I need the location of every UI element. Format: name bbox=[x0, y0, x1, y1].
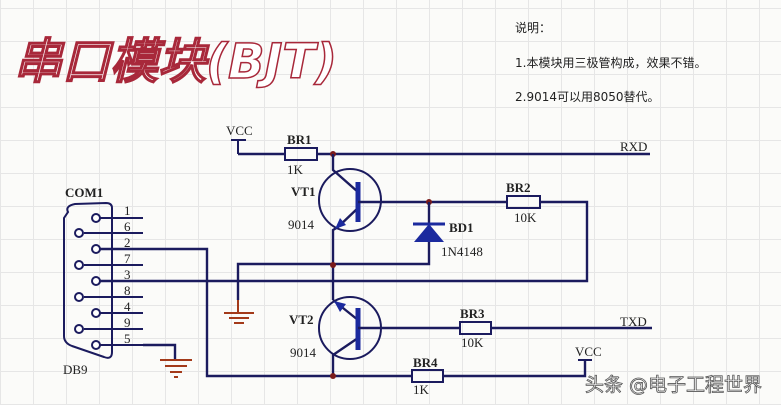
note-line-1: 1.本模块用三极管构成，效果不错。 bbox=[515, 55, 706, 70]
svg-text:VCC: VCC bbox=[575, 344, 602, 359]
pin5-wire bbox=[143, 343, 177, 360]
pin-number: 7 bbox=[124, 251, 131, 266]
svg-text:10K: 10K bbox=[514, 210, 537, 225]
pin-number: 3 bbox=[124, 267, 131, 282]
pin-number: 4 bbox=[124, 299, 131, 314]
junction-dot bbox=[330, 262, 336, 268]
pin-number: 1 bbox=[124, 203, 131, 218]
svg-text:DB9: DB9 bbox=[63, 362, 88, 377]
svg-text:9014: 9014 bbox=[290, 345, 317, 360]
svg-text:1K: 1K bbox=[287, 162, 304, 177]
svg-text:BR2: BR2 bbox=[506, 180, 531, 195]
svg-text:BD1: BD1 bbox=[449, 220, 474, 235]
svg-text:9014: 9014 bbox=[288, 217, 315, 232]
junction-dot bbox=[330, 373, 336, 379]
ground-symbol bbox=[224, 300, 254, 324]
rxd-label: RXD bbox=[620, 139, 647, 154]
db9-connector: COM1 DB9 1 6 2 7 3 8 4 9 5 bbox=[63, 185, 143, 377]
resistor-br4: BR4 1K bbox=[411, 355, 444, 397]
notes-heading: 说明： bbox=[515, 20, 551, 35]
svg-text:BR4: BR4 bbox=[413, 355, 438, 370]
svg-text:1K: 1K bbox=[413, 382, 430, 397]
vcc-symbol-top: VCC bbox=[226, 123, 253, 154]
ground-symbol bbox=[160, 359, 192, 378]
resistor-br1: BR1 1K bbox=[284, 132, 318, 177]
svg-text:10K: 10K bbox=[461, 335, 484, 350]
note-line-2: 2.9014可以用8050替代。 bbox=[515, 90, 660, 104]
pin-number: 8 bbox=[124, 283, 131, 298]
svg-text:VT1: VT1 bbox=[291, 184, 316, 199]
pin-number: 6 bbox=[124, 219, 131, 234]
diode-bd1: BD1 1N4148 bbox=[236, 202, 483, 300]
svg-text:VT2: VT2 bbox=[289, 312, 314, 327]
pin-number: 2 bbox=[124, 235, 131, 250]
svg-text:BR3: BR3 bbox=[460, 306, 485, 321]
watermark: 头条 @电子工程世界 bbox=[585, 374, 762, 396]
transistor-vt2: VT2 9014 bbox=[289, 296, 382, 376]
svg-text:1N4148: 1N4148 bbox=[441, 244, 483, 259]
vcc-symbol-bottom: VCC bbox=[575, 344, 602, 361]
pin-number: 5 bbox=[124, 331, 131, 346]
svg-text:COM1: COM1 bbox=[65, 185, 103, 200]
pin-number: 9 bbox=[124, 315, 131, 330]
resistor-br2: BR2 10K bbox=[506, 180, 541, 225]
base-wire-vt1 bbox=[100, 200, 589, 283]
svg-text:BR1: BR1 bbox=[287, 132, 312, 147]
pin2-wire bbox=[100, 247, 587, 378]
vcc-label: VCC bbox=[226, 123, 253, 138]
txd-label: TXD bbox=[620, 314, 647, 329]
schematic-title: 串口模块(BJT) bbox=[14, 34, 337, 90]
resistor-br3: BR3 10K bbox=[459, 306, 492, 350]
